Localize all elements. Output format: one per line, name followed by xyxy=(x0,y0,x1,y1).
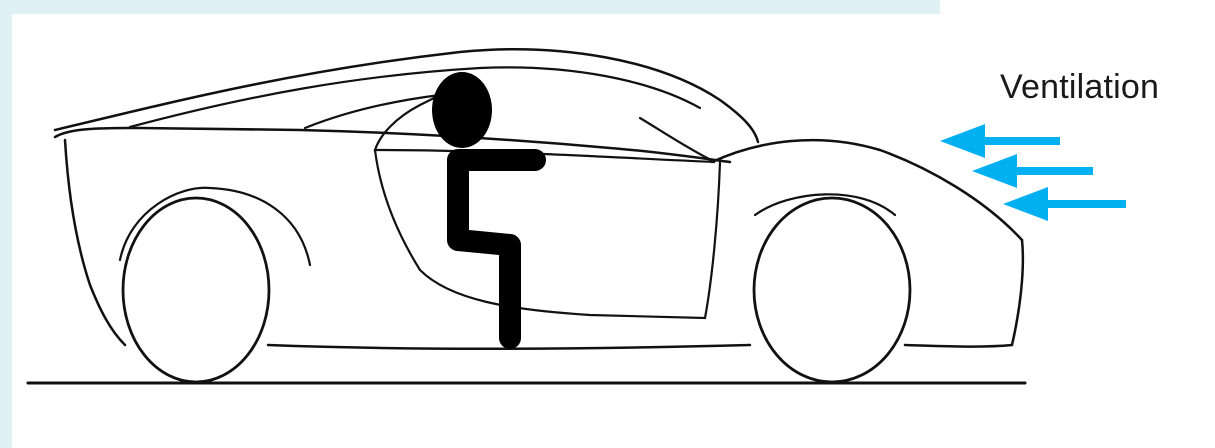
front-wheel xyxy=(754,198,910,382)
car-door-outline xyxy=(375,150,720,318)
ventilation-arrow-3 xyxy=(1003,187,1126,221)
ventilation-arrow-1 xyxy=(940,124,1060,158)
ventilation-arrows xyxy=(940,124,1126,221)
ventilation-label: Ventilation xyxy=(1000,68,1159,107)
rear-wheel xyxy=(123,198,269,382)
car-rear xyxy=(65,140,125,345)
person-body xyxy=(458,160,535,338)
ventilation-arrow-2 xyxy=(972,154,1093,188)
car-hood-line xyxy=(712,140,1022,240)
car-roof-rail xyxy=(130,67,700,127)
car-front-bumper xyxy=(905,240,1023,347)
person-head xyxy=(432,72,492,148)
rear-wheel-arch xyxy=(120,188,310,265)
